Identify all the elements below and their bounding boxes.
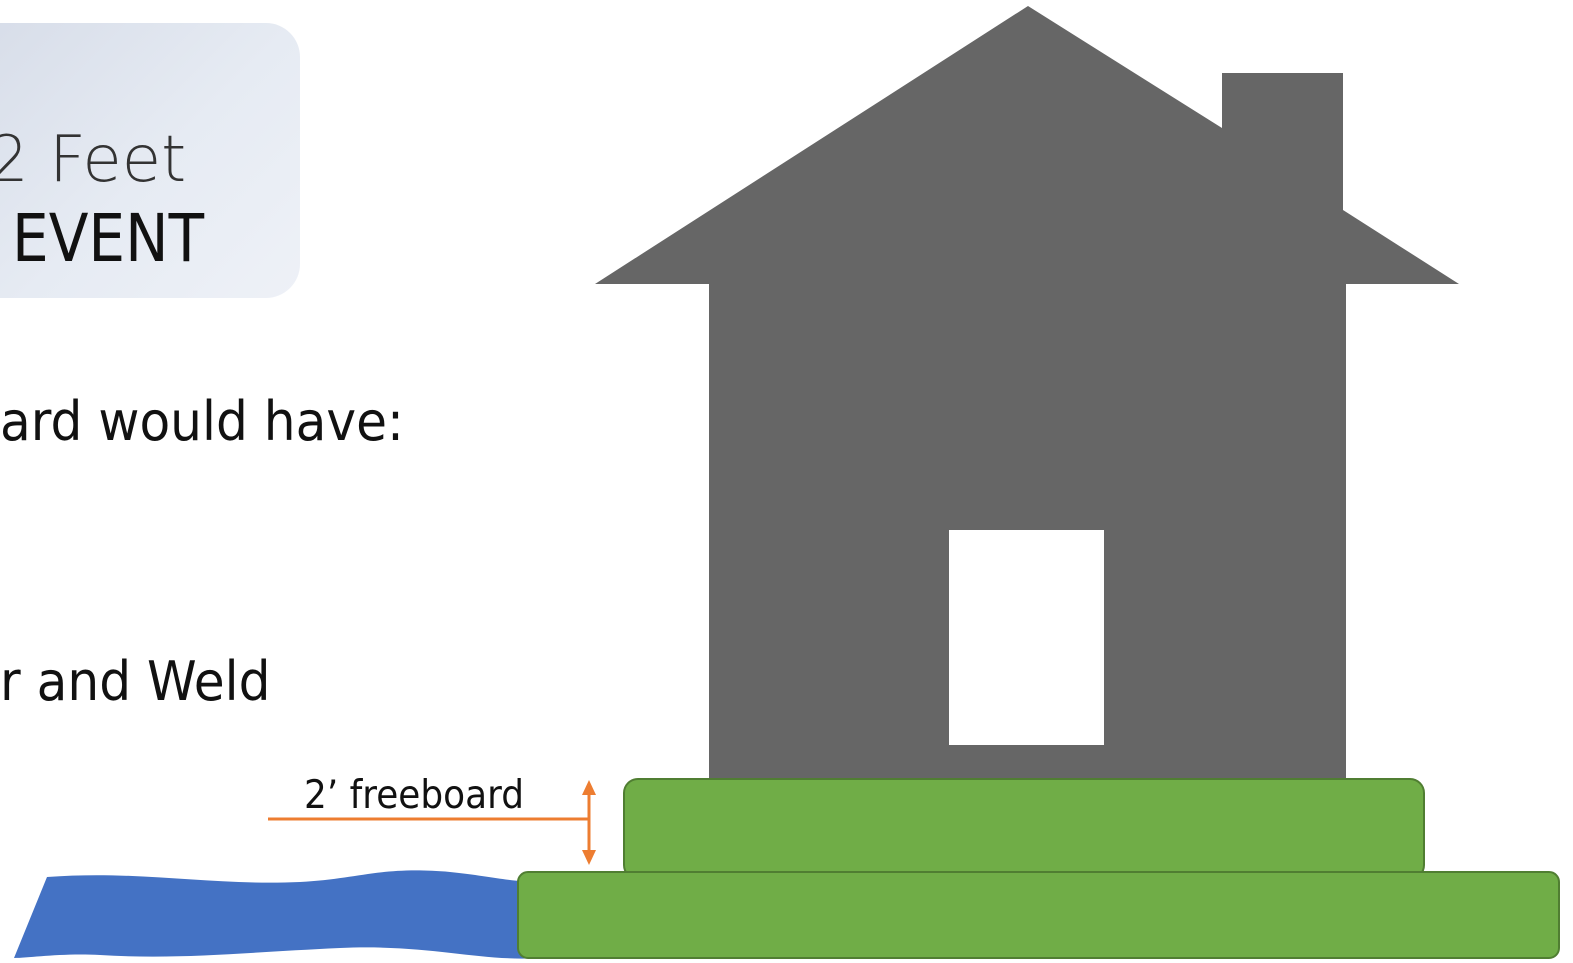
- door-shape: [949, 530, 1104, 745]
- water-shape: [14, 870, 540, 958]
- freeboard-dimension-arrow: [582, 780, 596, 865]
- freeboard-label: 2’ freeboard: [304, 776, 524, 815]
- ground-upper-tier: [624, 779, 1424, 879]
- ground-lower-tier: [518, 872, 1559, 958]
